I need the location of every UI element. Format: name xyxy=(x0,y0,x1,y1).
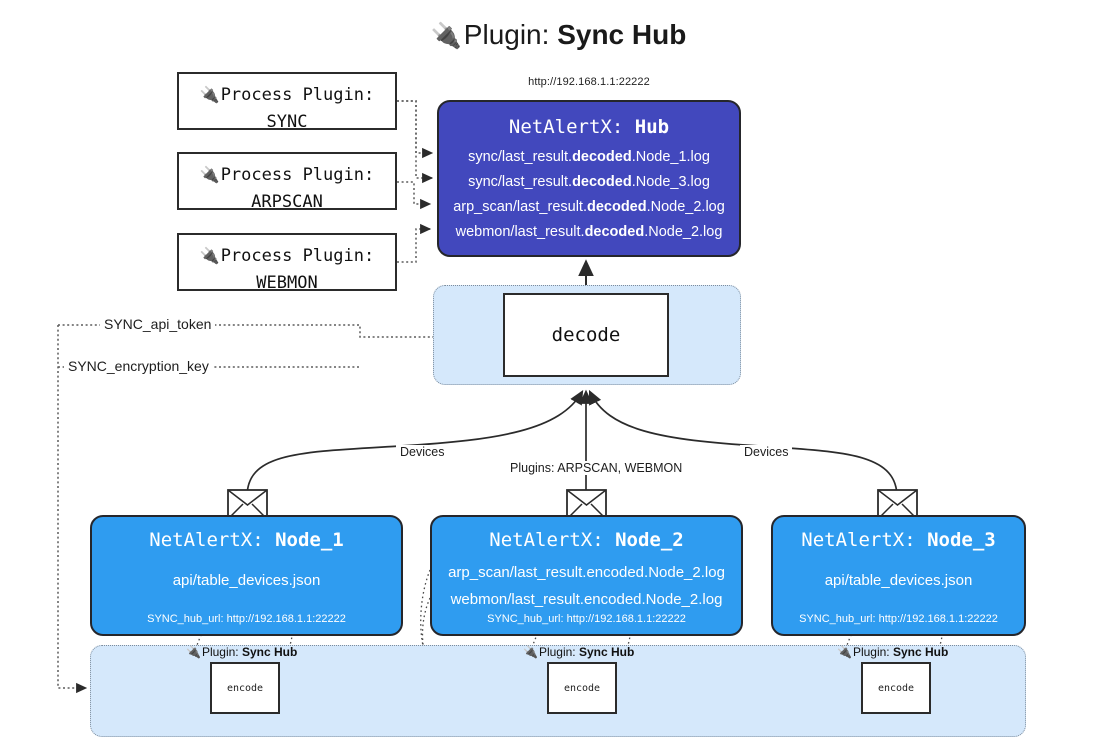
node-title: NetAlertX: Node_3 xyxy=(801,529,996,551)
hub-log-line: webmon/last_result.decoded.Node_2.log xyxy=(455,224,723,240)
node-footer: SYNC_hub_url: http://192.168.1.1:22222 xyxy=(487,613,686,625)
process-plugin-label: Process Plugin: xyxy=(220,85,375,105)
plug-icon: 🔌 xyxy=(837,645,852,659)
sync-api-token-label: SYNC_api_token xyxy=(100,316,216,332)
plug-icon: 🔌 xyxy=(199,87,220,104)
encoder-plugin-label-1: 🔌Plugin: Sync Hub xyxy=(186,645,298,659)
encode-box-1[interactable]: encode xyxy=(210,662,280,714)
node-1[interactable]: NetAlertX: Node_1 api/table_devices.json… xyxy=(90,515,403,636)
encoder-plugin-label-3: 🔌Plugin: Sync Hub xyxy=(837,645,949,659)
node-line: arp_scan/last_result.encoded.Node_2.log xyxy=(448,564,725,581)
envelope-icon xyxy=(877,489,918,520)
edge-label-plugins: Plugins: ARPSCAN, WEBMON xyxy=(506,461,687,475)
page-title-prefix: Plugin: xyxy=(463,19,558,50)
process-plugin-sync[interactable]: 🔌Process Plugin: SYNC xyxy=(177,72,397,132)
plug-icon: 🔌 xyxy=(186,645,201,659)
process-plugin-label: Process Plugin: xyxy=(220,165,375,185)
hub-url-label: http://192.168.1.1:22222 xyxy=(528,76,650,88)
encode-box-2[interactable]: encode xyxy=(547,662,617,714)
process-plugin-label: Process Plugin: xyxy=(220,246,375,266)
process-plugin-name: ARPSCAN xyxy=(251,192,323,212)
hub-log-line: arp_scan/last_result.decoded.Node_2.log xyxy=(453,199,725,215)
hub-log-line: sync/last_result.decoded.Node_3.log xyxy=(468,174,710,190)
node-title: NetAlertX: Node_2 xyxy=(489,529,684,551)
hub-log-line: sync/last_result.decoded.Node_1.log xyxy=(468,149,710,165)
encode-box-3[interactable]: encode xyxy=(861,662,931,714)
process-plugin-name: SYNC xyxy=(266,112,308,132)
node-footer: SYNC_hub_url: http://192.168.1.1:22222 xyxy=(147,613,346,625)
hub-node[interactable]: NetAlertX: Hub sync/last_result.decoded.… xyxy=(437,100,741,257)
page-title-name: Sync Hub xyxy=(557,19,687,50)
node-2[interactable]: NetAlertX: Node_2 arp_scan/last_result.e… xyxy=(430,515,743,636)
process-plugin-webmon[interactable]: 🔌Process Plugin: WEBMON xyxy=(177,233,397,293)
edge-label-devices-right: Devices xyxy=(740,445,793,459)
encoder-plugin-label-2: 🔌Plugin: Sync Hub xyxy=(523,645,635,659)
edge-label-devices-left: Devices xyxy=(396,445,449,459)
plug-icon: 🔌 xyxy=(199,248,220,265)
node-3[interactable]: NetAlertX: Node_3 api/table_devices.json… xyxy=(771,515,1026,636)
process-plugin-arpscan[interactable]: 🔌Process Plugin: ARPSCAN xyxy=(177,152,397,212)
node-footer: SYNC_hub_url: http://192.168.1.1:22222 xyxy=(799,613,998,625)
node-title: NetAlertX: Node_1 xyxy=(149,529,344,551)
process-plugin-name: WEBMON xyxy=(256,273,318,293)
node-line: webmon/last_result.encoded.Node_2.log xyxy=(450,591,723,608)
decode-box[interactable]: decode xyxy=(503,293,669,377)
node-line: api/table_devices.json xyxy=(824,572,973,589)
hub-title-name: Hub xyxy=(634,116,670,138)
node-line: api/table_devices.json xyxy=(172,572,321,589)
node-line-list: arp_scan/last_result.encoded.Node_2.log … xyxy=(432,559,741,613)
node-line-list: api/table_devices.json xyxy=(92,567,401,594)
page-title: 🔌Plugin: Sync Hub xyxy=(0,18,1117,53)
hub-log-list: sync/last_result.decoded.Node_1.log sync… xyxy=(439,145,739,245)
hub-title-prefix: NetAlertX: xyxy=(508,116,635,138)
node-line-list: api/table_devices.json xyxy=(773,567,1024,594)
plug-icon: 🔌 xyxy=(199,167,220,184)
plug-icon: 🔌 xyxy=(430,22,462,50)
sync-encryption-key-label: SYNC_encryption_key xyxy=(64,358,213,374)
plug-icon: 🔌 xyxy=(523,645,538,659)
hub-title: NetAlertX: Hub xyxy=(439,116,739,138)
